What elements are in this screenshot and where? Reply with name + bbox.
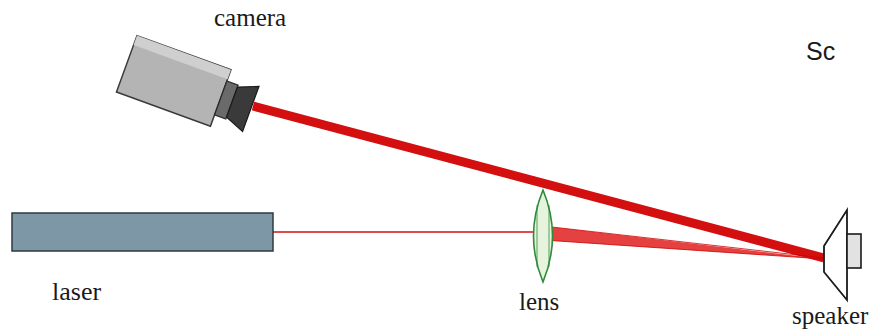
camera-top <box>134 36 231 80</box>
lens-line <box>549 205 550 267</box>
speaker-magnet <box>847 234 861 268</box>
lens-line <box>537 205 538 267</box>
focused-beam <box>543 226 824 259</box>
lens-symbol <box>534 190 553 282</box>
speaker-cone <box>824 210 847 300</box>
lens-label: lens <box>519 288 559 316</box>
speaker-label: speaker <box>792 302 868 330</box>
cut-off-text: Sc <box>806 38 835 66</box>
camera-symbol <box>116 36 261 138</box>
camera-lens <box>224 80 259 132</box>
laser-beam <box>273 231 543 233</box>
camera-label: camera <box>214 4 286 32</box>
focused-beam-edge <box>543 226 824 258</box>
camera-body <box>116 36 230 127</box>
laser-label: laser <box>52 278 101 307</box>
laser-body <box>12 213 273 251</box>
focused-beam-edge <box>543 240 824 259</box>
